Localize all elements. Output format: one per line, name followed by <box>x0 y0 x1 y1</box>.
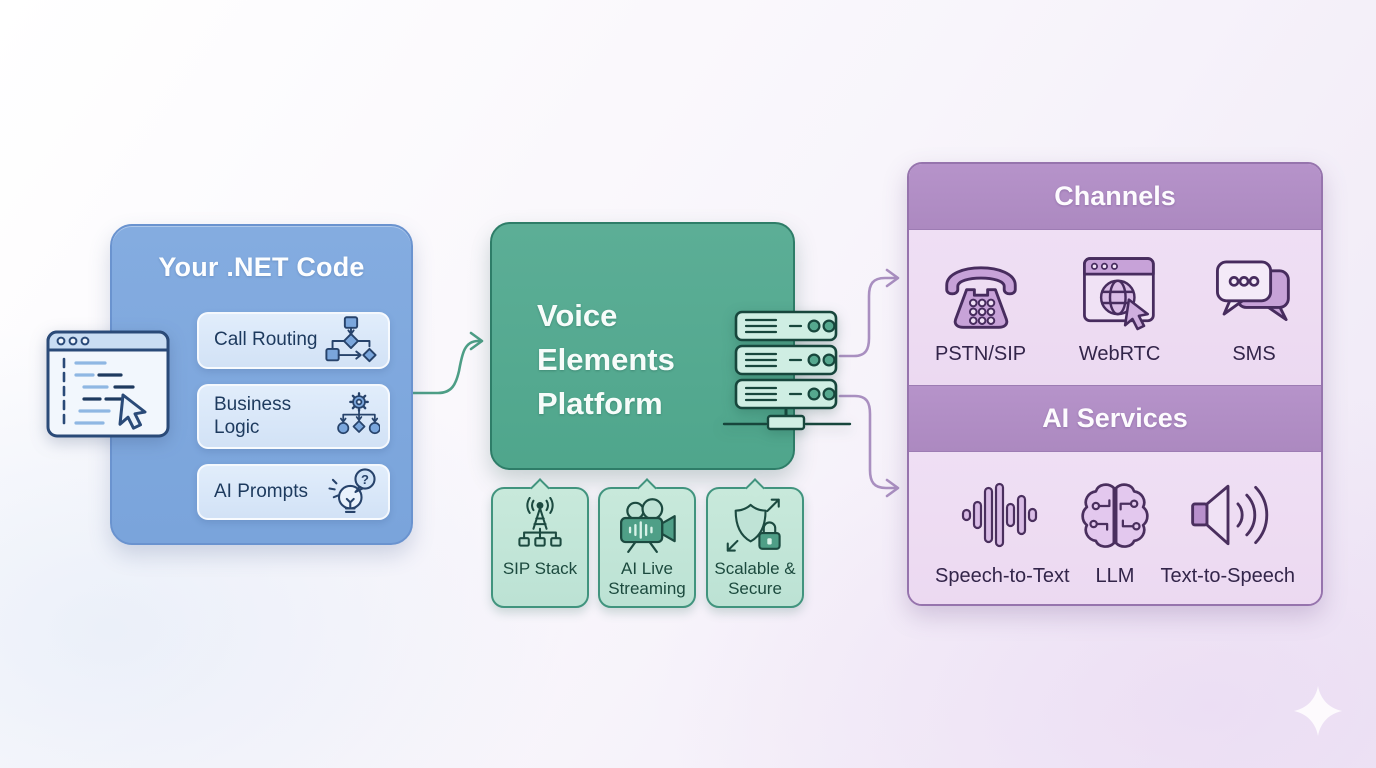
speaker-sound-icon-box <box>1186 472 1270 558</box>
ai-prompts-label: AI Prompts <box>214 480 308 502</box>
dotnet-code-box: Your .NET Code Call Routing B <box>110 224 413 545</box>
channel-pstn-sip: PSTN/SIP <box>935 250 1026 366</box>
dotnet-item-call-routing: Call Routing <box>197 312 390 369</box>
brain-circuit-icon <box>1081 483 1149 548</box>
arrowhead-dotnet-to-platform <box>469 331 484 351</box>
sms-label: SMS <box>1232 342 1276 365</box>
channel-webrtc: WebRTC <box>1078 250 1161 366</box>
shield-lock-icon <box>726 498 781 552</box>
feature-notch <box>530 478 550 498</box>
dotnet-box-title: Your .NET Code <box>158 252 365 282</box>
ai-live-streaming-label: AI Live Streaming <box>608 559 686 599</box>
sparkle-icon <box>1294 686 1342 736</box>
brain-circuit-icon-box <box>1079 472 1151 558</box>
speech-to-text-label: Speech-to-Text <box>935 565 1070 587</box>
gear-hierarchy-icon <box>337 391 380 434</box>
feature-notch <box>637 478 657 498</box>
chat-bubbles-icon-box <box>1213 250 1295 336</box>
dotnet-item-ai-prompts: AI Prompts ? <box>197 464 390 520</box>
feature-sip-stack: SIP Stack <box>491 478 589 608</box>
code-window-icon <box>46 330 170 438</box>
text-to-speech-label: Text-to-Speech <box>1160 565 1295 587</box>
audio-waveform-icon-box <box>959 472 1045 558</box>
lightbulb-question-icon: ? <box>328 468 376 513</box>
arrow-dotnet-to-platform <box>411 339 482 395</box>
ai-services-header: AI Services <box>909 385 1321 452</box>
question-mark-glyph: ? <box>361 472 369 487</box>
platform-title: Voice Elements Platform <box>537 298 675 421</box>
speaker-sound-icon <box>1190 484 1268 546</box>
call-routing-label: Call Routing <box>214 329 318 351</box>
channels-section: PSTN/SIP <box>909 230 1321 385</box>
feature-ai-live-streaming: AI Live Streaming <box>598 478 696 608</box>
telephone-icon-box <box>939 250 1023 336</box>
browser-globe-icon-box <box>1080 250 1160 336</box>
audio-waveform-icon <box>962 482 1038 548</box>
antenna-network-icon <box>518 497 562 547</box>
feature-notch <box>745 478 765 498</box>
service-speech-to-text: Speech-to-Text <box>935 472 1070 588</box>
arrowhead-platform-to-ai-services <box>885 478 900 498</box>
video-camera-icon <box>620 498 676 553</box>
service-llm: LLM <box>1079 472 1151 588</box>
ai-services-title: AI Services <box>1042 403 1188 433</box>
flowchart-icon <box>325 315 377 362</box>
chat-bubbles-icon <box>1215 260 1290 321</box>
webrtc-label: WebRTC <box>1078 342 1161 365</box>
server-rack-icon <box>722 310 852 431</box>
dotnet-item-business-logic: Business Logic <box>197 384 390 449</box>
sip-stack-label: SIP Stack <box>502 559 578 578</box>
right-panel: Channels <box>907 162 1323 606</box>
pstn-sip-label: PSTN/SIP <box>935 342 1027 365</box>
business-logic-label: Business Logic <box>214 393 292 438</box>
service-text-to-speech: Text-to-Speech <box>1160 472 1295 588</box>
channel-sms: SMS <box>1213 250 1295 366</box>
scalable-secure-label: Scalable & Secure <box>714 559 796 599</box>
channels-header: Channels <box>909 164 1321 230</box>
channels-title: Channels <box>1054 181 1176 211</box>
llm-label: LLM <box>1095 565 1135 587</box>
telephone-icon <box>944 266 1017 329</box>
feature-scalable-secure: Scalable & Secure <box>706 478 804 608</box>
browser-globe-icon <box>1082 256 1155 330</box>
arrowhead-platform-to-channels <box>885 268 900 288</box>
ai-services-section: Speech-to-Text <box>909 452 1321 604</box>
